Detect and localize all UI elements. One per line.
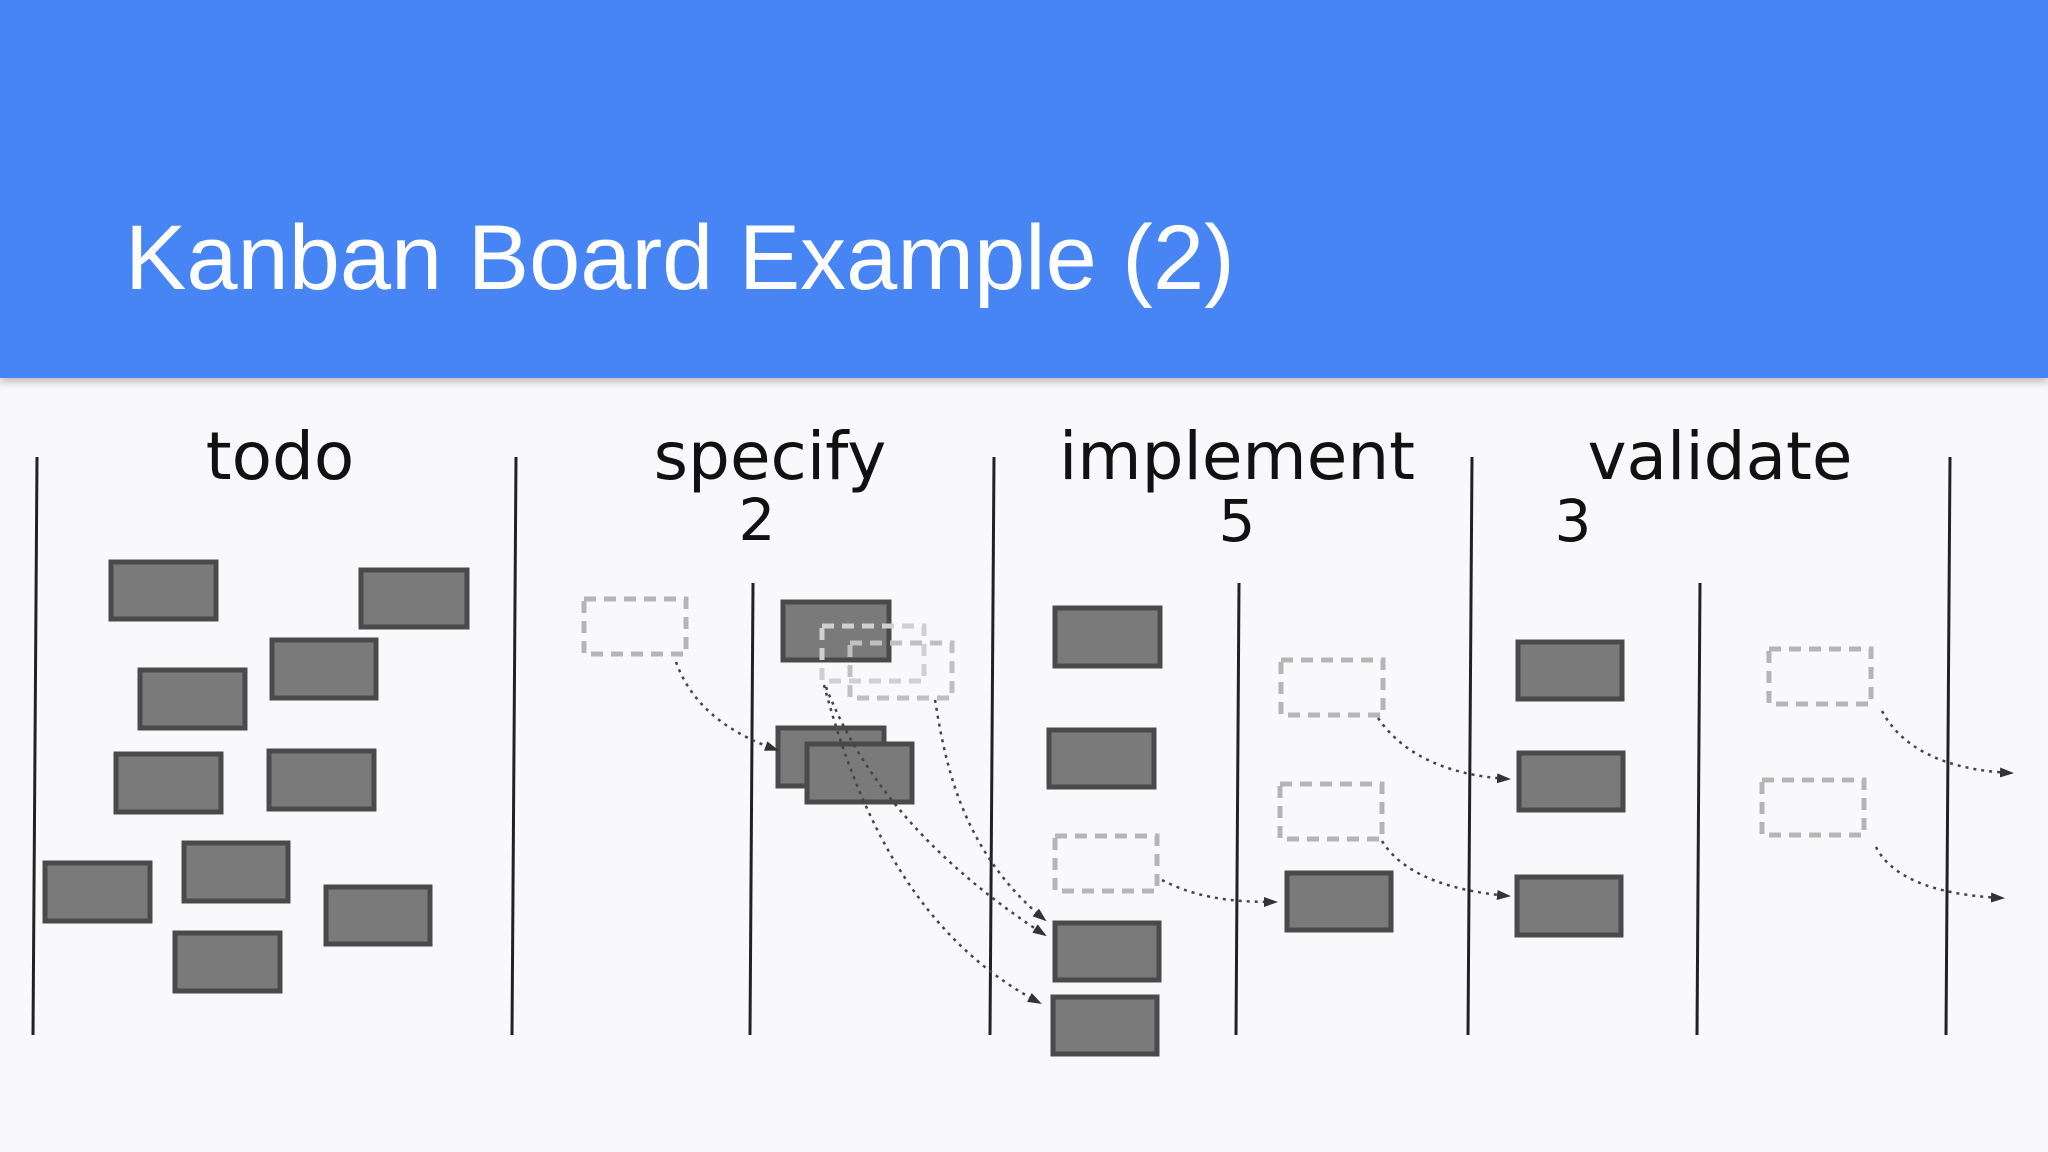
task-card	[108, 559, 219, 622]
movement-arrow	[674, 661, 779, 752]
ghost-card	[1766, 646, 1874, 707]
column-divider	[31, 456, 39, 1036]
subcolumn-divider	[1234, 582, 1241, 1036]
kanban-diagram: todo specify 2 implement 5 validate 3	[31, 418, 2014, 1057]
task-card	[113, 751, 224, 815]
task-card	[181, 840, 291, 904]
task-card	[137, 667, 248, 731]
slide-title: Kanban Board Example (2)	[125, 207, 1235, 309]
task-card	[269, 637, 379, 701]
task-card	[1046, 727, 1157, 790]
column-label-todo: todo	[206, 418, 355, 495]
column-divider	[1466, 456, 1474, 1036]
movement-arrow	[933, 699, 1047, 922]
column-label-validate: validate	[1588, 418, 1853, 495]
task-card	[172, 930, 283, 994]
task-card	[1284, 870, 1394, 933]
column-limit-specify: 2	[739, 486, 776, 554]
task-card	[358, 567, 470, 630]
task-card	[1514, 874, 1624, 938]
movement-arrow	[1380, 840, 1511, 900]
ghost-card	[1277, 781, 1385, 842]
column-divider	[510, 456, 518, 1036]
column-label-specify: specify	[654, 418, 887, 495]
ghost-card	[1052, 833, 1160, 894]
task-card	[1052, 605, 1163, 669]
task-card	[1052, 920, 1162, 983]
task-card	[42, 860, 153, 924]
task-card	[266, 748, 377, 812]
subcolumn-divider	[1695, 582, 1702, 1036]
movement-arrow	[1161, 878, 1278, 907]
task-card	[780, 599, 892, 663]
movement-arrow	[1376, 717, 1511, 784]
task-card	[1515, 639, 1625, 702]
column-limit-implement: 5	[1219, 487, 1256, 555]
ghost-card	[847, 640, 955, 701]
ghost-card	[819, 623, 927, 684]
subcolumn-divider	[748, 582, 755, 1036]
column-limit-validate: 3	[1555, 487, 1592, 555]
column-label-implement: implement	[1059, 418, 1415, 495]
task-card	[1516, 750, 1626, 813]
movement-arrow	[824, 686, 1047, 937]
column-divider	[988, 456, 996, 1036]
ghost-card	[1278, 657, 1386, 718]
ghost-card	[581, 596, 689, 657]
slide-header: Kanban Board Example (2)	[0, 0, 2048, 378]
movement-arrow	[822, 684, 1042, 1005]
column-divider	[1944, 456, 1952, 1036]
task-card	[1050, 994, 1160, 1057]
movement-arrow	[1874, 846, 2005, 903]
task-card	[323, 884, 433, 947]
ghost-card	[1759, 777, 1867, 838]
